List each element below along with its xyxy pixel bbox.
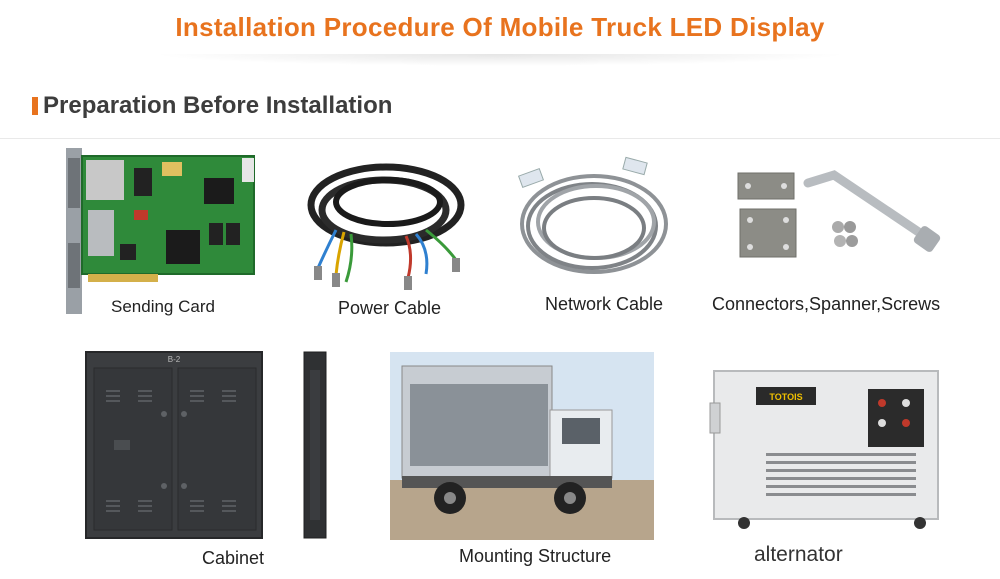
mounting-structure-truck-image (390, 352, 654, 540)
label-network-cable: Network Cable (545, 294, 664, 314)
label-connectors-spanner-screws: Connectors,Spanner,Screws (712, 294, 941, 314)
power-cable-image (296, 150, 476, 295)
svg-text:TOTOIS: TOTOIS (769, 392, 802, 402)
section-title: Preparation Before Installation (43, 92, 393, 119)
label-alternator: alternator (754, 543, 843, 566)
alternator-generator-image: TOTOIS (706, 365, 946, 533)
label-power-cable: Power Cable (338, 298, 442, 318)
cabinet-image: B-2 (84, 350, 334, 540)
label-cabinet: Cabinet (202, 548, 265, 568)
label-sending-card: Sending Card (111, 297, 215, 316)
sending-card-image (64, 148, 260, 314)
section-divider (0, 138, 1000, 139)
svg-text:B-2: B-2 (168, 355, 181, 364)
title-shadow (150, 54, 850, 66)
page-title: Installation Procedure Of Mobile Truck L… (175, 12, 825, 42)
label-mounting-structure: Mounting Structure (459, 546, 612, 566)
network-cable-image (506, 152, 676, 287)
section-marker (32, 97, 38, 115)
connectors-spanner-screws-image (734, 165, 949, 265)
